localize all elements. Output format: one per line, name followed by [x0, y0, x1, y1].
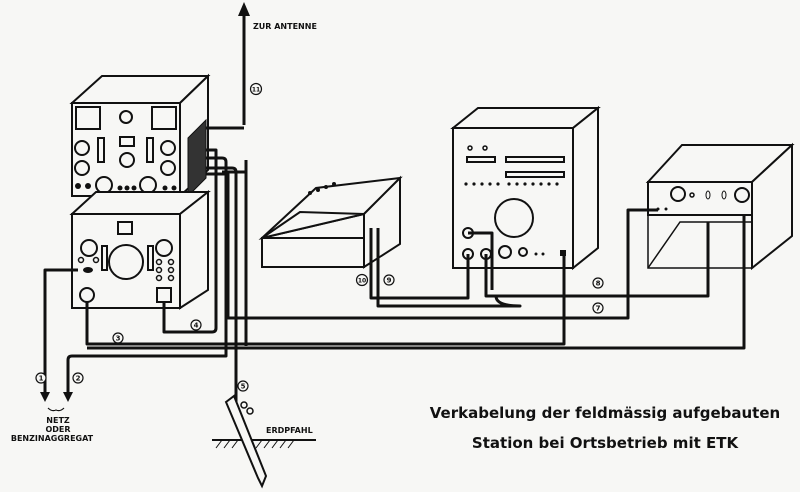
svg-text:4: 4: [194, 322, 199, 330]
caption-line1: Verkabelung der feldmässig aufgebauten: [430, 404, 780, 422]
power-source-line2: ODER: [45, 425, 70, 434]
caption-line2: Station bei Ortsbetrieb mit ETK: [472, 434, 740, 452]
cables: [40, 126, 746, 402]
ground-stake-label: ERDPFAHL: [266, 426, 313, 435]
cable-marker-10: 10: [355, 273, 369, 287]
transceiver-device: [69, 73, 211, 199]
cable-marker-11: 11: [249, 82, 263, 96]
power-supply-device: [69, 189, 211, 310]
svg-text:3: 3: [116, 335, 121, 343]
svg-text:1: 1: [39, 375, 44, 383]
cable-marker-5: 5: [237, 380, 249, 392]
teleprinter-device: [258, 175, 403, 269]
antenna-arrow: [238, 2, 250, 125]
svg-text:10: 10: [358, 278, 366, 285]
brace: [47, 407, 65, 412]
power-source-line3: BENZINAGGREGAT: [11, 434, 94, 443]
power-source-line1: NETZ: [46, 416, 70, 425]
svg-text:9: 9: [387, 277, 392, 285]
cable-markers: 1 2 3 4 5 7 8 9 10 11: [35, 82, 604, 392]
cable-marker-3: 3: [112, 332, 124, 344]
cable-marker-2: 2: [72, 372, 84, 384]
cable-marker-1: 1: [35, 372, 47, 384]
svg-text:5: 5: [241, 383, 246, 391]
svg-text:2: 2: [76, 375, 81, 383]
cable-marker-4: 4: [190, 319, 202, 331]
cable-marker-7: 7: [592, 302, 604, 314]
svg-text:11: 11: [252, 87, 260, 94]
ground-stake: [212, 394, 316, 489]
etk-device: [450, 105, 601, 271]
antenna-label: ZUR ANTENNE: [253, 22, 317, 31]
svg-text:7: 7: [596, 305, 601, 313]
cable-marker-9: 9: [383, 274, 395, 286]
cable-marker-8: 8: [592, 277, 604, 289]
aux-unit-device: [645, 142, 795, 271]
svg-text:8: 8: [596, 280, 601, 288]
